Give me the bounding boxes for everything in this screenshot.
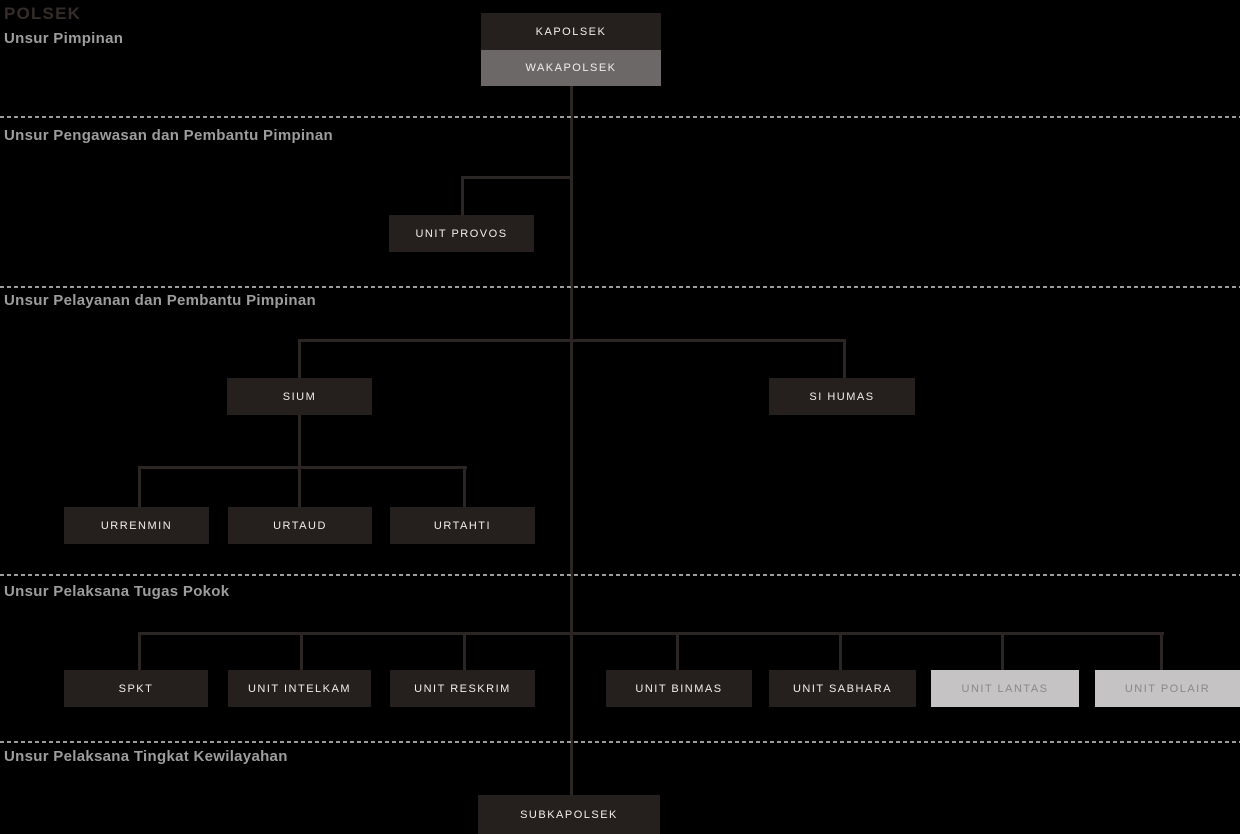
connector-line — [461, 176, 573, 179]
connector-line — [298, 415, 301, 466]
connector-line — [839, 632, 842, 670]
node-unit-reskrim: UNIT RESKRIM — [390, 670, 535, 707]
connector-line — [298, 339, 846, 342]
connector-line — [1001, 632, 1004, 670]
connector-line — [138, 466, 467, 469]
node-unit-provos: UNIT PROVOS — [389, 215, 534, 252]
connector-line — [843, 339, 846, 378]
connector-line — [298, 339, 301, 378]
connector-line — [570, 86, 573, 795]
section-label: Unsur Pengawasan dan Pembantu Pimpinan — [4, 127, 333, 144]
connector-line — [300, 632, 303, 670]
node-subkapolsek: SUBKAPOLSEK — [478, 795, 660, 834]
connector-line — [463, 632, 466, 670]
page-title: POLSEK — [4, 4, 82, 23]
node-sium: SIUM — [227, 378, 372, 415]
section-divider — [0, 574, 1240, 576]
section-label: Unsur Pimpinan — [4, 30, 124, 47]
section-label: Unsur Pelaksana Tingkat Kewilayahan — [4, 748, 288, 765]
connector-line — [676, 632, 679, 670]
section-label: Unsur Pelaksana Tugas Pokok — [4, 583, 230, 600]
connector-line — [138, 466, 141, 507]
section-label: Unsur Pelayanan dan Pembantu Pimpinan — [4, 292, 317, 309]
node-unit-polair: UNIT POLAIR — [1095, 670, 1240, 707]
section-divider — [0, 741, 1240, 743]
node-wakapolsek: WAKAPOLSEK — [481, 50, 661, 86]
node-urtahti: URTAHTI — [390, 507, 535, 544]
node-kapolsek: KAPOLSEK — [481, 13, 661, 50]
connector-line — [1160, 632, 1163, 670]
node-si-humas: SI HUMAS — [769, 378, 915, 415]
node-urtaud: URTAUD — [228, 507, 372, 544]
node-unit-lantas: UNIT LANTAS — [931, 670, 1079, 707]
connector-line — [298, 466, 301, 507]
node-unit-binmas: UNIT BINMAS — [606, 670, 752, 707]
connector-line — [463, 466, 466, 507]
connector-line — [138, 632, 1164, 635]
connector-line — [461, 176, 464, 215]
node-urrenmin: URRENMIN — [64, 507, 209, 544]
section-divider — [0, 286, 1240, 288]
node-unit-sabhara: UNIT SABHARA — [769, 670, 916, 707]
connector-line — [138, 632, 141, 670]
node-unit-intelkam: UNIT INTELKAM — [228, 670, 371, 707]
section-divider — [0, 116, 1240, 118]
node-spkt: SPKT — [64, 670, 208, 707]
